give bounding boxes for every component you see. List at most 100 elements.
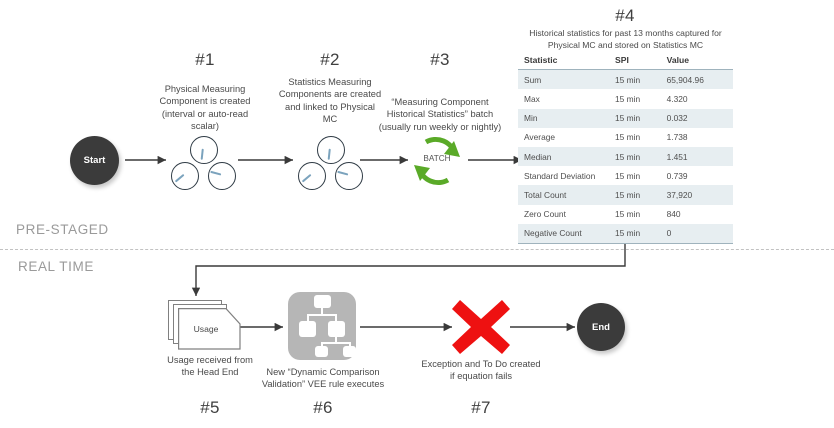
meter-needle	[175, 174, 185, 183]
batch-cycle-icon: BATCH	[408, 133, 466, 189]
step-number-1: #1	[195, 50, 215, 69]
statistics-table-block: Historical statistics for past 13 months…	[518, 28, 733, 244]
meter-icon-left	[298, 162, 326, 190]
vee-node-child-right	[328, 321, 345, 337]
vee-node-root	[314, 295, 331, 308]
cell-value: 0.032	[660, 108, 733, 128]
vee-node-child-left	[299, 321, 316, 337]
start-node-label: Start	[83, 155, 106, 166]
meter-cluster-icon-2	[295, 136, 367, 192]
vee-connector-br-drop	[349, 342, 351, 347]
table-row: Median 15 min 1.451	[518, 146, 733, 167]
step-number-4: #4	[615, 6, 635, 25]
cell-statistic: Average	[518, 127, 610, 147]
step-caption-6: New “Dynamic Comparison Validation” VEE …	[261, 367, 385, 390]
table-row: Average 15 min 1.738	[518, 127, 733, 147]
cell-spi: 15 min	[609, 108, 661, 128]
vee-connector-bl-drop	[321, 342, 323, 347]
table-row: Standard Deviation 15 min 0.739	[518, 166, 733, 186]
cell-value: 65,904.96	[660, 69, 733, 90]
document-front	[178, 308, 241, 350]
cell-spi: 15 min	[609, 166, 661, 186]
table-row: Max 15 min 4.320	[518, 89, 733, 109]
cell-statistic: Max	[518, 89, 610, 109]
step-caption-3: “Measuring Component Historical Statisti…	[378, 97, 502, 132]
cell-spi: 15 min	[609, 185, 661, 205]
column-header-statistic: Statistic	[518, 51, 610, 71]
usage-label: Usage	[193, 324, 219, 334]
meter-needle	[302, 174, 312, 183]
vee-connector-top-stem	[321, 305, 323, 315]
meter-needle	[201, 148, 204, 160]
red-x-icon	[450, 298, 512, 356]
statistics-table: Statistic SPI Value Sum 15 min 65,904.96…	[518, 51, 733, 244]
step-number-2: #2	[320, 50, 340, 69]
cell-value: 0.739	[660, 166, 733, 186]
vee-connector-horizontal-top	[307, 314, 337, 316]
end-node[interactable]: End	[577, 303, 625, 351]
vee-connector-lower-stem	[335, 337, 337, 344]
end-node-label: End	[592, 321, 610, 333]
meter-icon-top	[190, 136, 218, 164]
statistics-table-title: Historical statistics for past 13 months…	[529, 28, 722, 50]
table-row: Zero Count 15 min 840	[518, 204, 733, 224]
cell-statistic: Min	[518, 108, 610, 128]
column-header-spi: SPI	[609, 51, 661, 71]
meter-needle	[210, 171, 222, 176]
cell-statistic: Sum	[518, 69, 610, 90]
document-stack-icon: Usage	[168, 300, 248, 354]
batch-label: BATCH	[423, 154, 451, 163]
table-row: Total Count 15 min 37,920	[518, 185, 733, 205]
table-row: Min 15 min 0.032	[518, 108, 733, 128]
meter-needle	[328, 148, 331, 160]
cell-statistic: Standard Deviation	[518, 166, 610, 186]
meter-cluster-icon-1	[168, 136, 240, 192]
meter-icon-left	[171, 162, 199, 190]
step-number-7: #7	[471, 398, 491, 417]
cell-spi: 15 min	[609, 223, 661, 244]
meter-needle	[337, 171, 349, 176]
cell-spi: 15 min	[609, 89, 661, 109]
start-node[interactable]: Start	[70, 136, 119, 185]
cell-value: 840	[660, 204, 733, 224]
step-caption-2: Statistics Measuring Components are crea…	[278, 77, 382, 125]
vee-connector-horizontal-bottom	[321, 342, 351, 344]
step-caption-5: Usage received from the Head End	[167, 355, 253, 378]
lane-label-prestaged: PRE-STAGED	[16, 222, 109, 237]
cell-statistic: Zero Count	[518, 204, 610, 224]
vee-node-leaf-right	[343, 346, 356, 357]
arrow-step4-to-step5	[191, 243, 626, 296]
cell-statistic: Median	[518, 146, 610, 167]
cell-statistic: Negative Count	[518, 223, 610, 244]
lane-divider	[0, 249, 834, 250]
cell-spi: 15 min	[609, 69, 661, 90]
vee-rule-icon	[288, 292, 356, 360]
table-row: Sum 15 min 65,904.96	[518, 69, 733, 90]
table-row: Negative Count 15 min 0	[518, 223, 733, 244]
cell-spi: 15 min	[609, 204, 661, 224]
lane-label-realtime: REAL TIME	[18, 259, 94, 274]
table-header-row: Statistic SPI Value	[518, 51, 733, 71]
step-caption-1: Physical Measuring Component is created …	[159, 84, 251, 132]
vee-node-leaf-left	[315, 346, 328, 357]
step-number-3: #3	[430, 50, 450, 69]
cell-spi: 15 min	[609, 127, 661, 147]
cell-value: 1.451	[660, 146, 733, 167]
cell-spi: 15 min	[609, 146, 661, 167]
meter-icon-top	[317, 136, 345, 164]
batch-cycle-arrows	[414, 136, 460, 186]
step-number-5: #5	[200, 398, 220, 417]
vee-connector-right-drop	[335, 314, 337, 323]
statistics-table-body: Sum 15 min 65,904.96 Max 15 min 4.320 Mi…	[518, 69, 733, 244]
cell-value: 0	[660, 223, 733, 244]
red-x-glyph	[452, 300, 510, 354]
meter-icon-right	[208, 162, 236, 190]
cell-statistic: Total Count	[518, 185, 610, 205]
cell-value: 37,920	[660, 185, 733, 205]
cell-value: 4.320	[660, 89, 733, 109]
step-number-6: #6	[313, 398, 333, 417]
step-caption-7: Exception and To Do created if equation …	[421, 359, 541, 382]
meter-icon-right	[335, 162, 363, 190]
vee-connector-left-drop	[307, 314, 309, 323]
